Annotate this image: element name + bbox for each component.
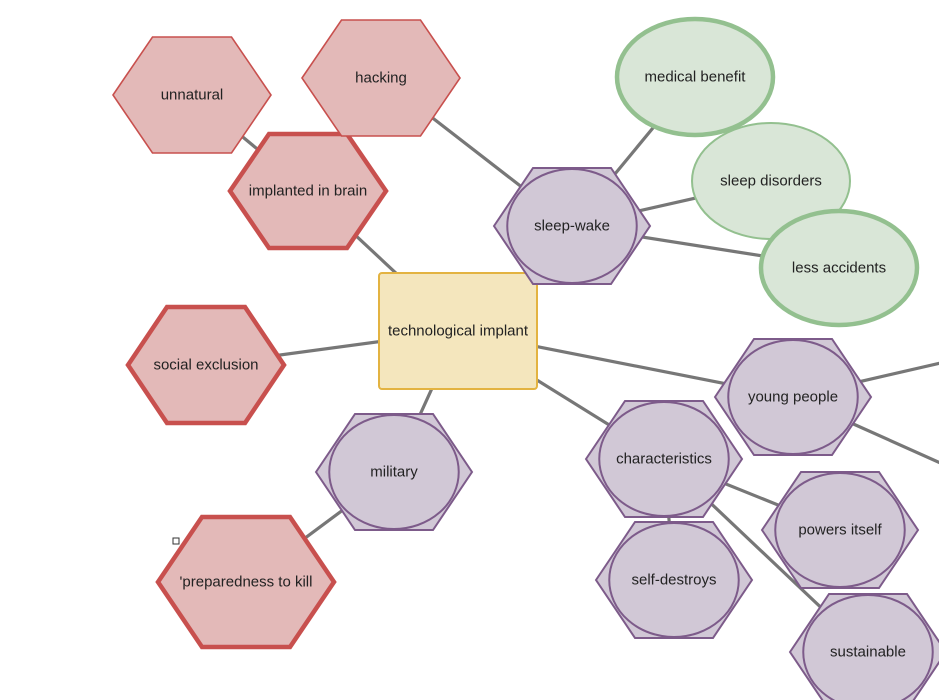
node-shape-hacking <box>301 19 461 137</box>
node-self-destroys[interactable]: self-destroys <box>594 521 754 639</box>
node-label-young-people: young people <box>748 389 838 406</box>
node-shape-unnatural <box>112 36 272 154</box>
node-label-characteristics: characteristics <box>616 451 712 468</box>
node-medical-benefit[interactable]: medical benefit <box>614 16 776 138</box>
node-characteristics[interactable]: characteristics <box>584 400 744 518</box>
node-shape-medical-benefit <box>614 16 776 138</box>
node-powers-itself[interactable]: powers itself <box>760 471 920 589</box>
node-unnatural[interactable]: unnatural <box>112 36 272 154</box>
node-label-unnatural: unnatural <box>161 87 224 104</box>
nodes-layer: technological implant implanted in brain u… <box>112 16 939 700</box>
node-inner-circle-young-people <box>727 339 859 455</box>
node-inner-circle-characteristics <box>598 401 730 517</box>
node-inner-circle-sustainable <box>802 594 934 700</box>
node-social-exclusion[interactable]: social exclusion <box>125 304 287 426</box>
node-inner-circle-powers-itself <box>774 472 906 588</box>
node-label-military: military <box>370 464 418 481</box>
node-label-medical-benefit: medical benefit <box>645 69 747 86</box>
node-inner-circle-military <box>328 414 460 530</box>
node-shape-implanted-in-brain <box>227 131 389 251</box>
node-sleep-wake[interactable]: sleep-wake <box>492 167 652 285</box>
node-label-sleep-wake: sleep-wake <box>534 218 610 235</box>
node-young-people[interactable]: young people <box>713 338 873 456</box>
node-shape-less-accidents <box>758 208 920 328</box>
node-shape-center <box>378 272 538 390</box>
node-preparedness-to-kill[interactable]: 'preparedness to kill <box>155 514 337 650</box>
node-military[interactable]: military <box>314 413 474 531</box>
node-label-preparedness-to-kill: 'preparedness to kill <box>180 574 313 591</box>
node-label-powers-itself: powers itself <box>798 522 882 539</box>
selection-handle[interactable] <box>172 537 180 545</box>
node-hacking[interactable]: hacking <box>301 19 461 137</box>
node-label-social-exclusion: social exclusion <box>153 357 258 374</box>
node-sustainable[interactable]: sustainable <box>788 593 939 700</box>
node-shape-social-exclusion <box>125 304 287 426</box>
node-label-center: technological implant <box>388 323 529 340</box>
node-label-sleep-disorders: sleep disorders <box>720 173 822 190</box>
node-label-self-destroys: self-destroys <box>631 572 716 589</box>
node-shape-preparedness-to-kill <box>155 514 337 650</box>
node-implanted-in-brain[interactable]: implanted in brain <box>227 131 389 251</box>
node-label-implanted-in-brain: implanted in brain <box>249 183 367 200</box>
node-label-hacking: hacking <box>355 70 407 87</box>
node-less-accidents[interactable]: less accidents <box>758 208 920 328</box>
node-label-sustainable: sustainable <box>830 644 906 661</box>
node-sleep-disorders[interactable]: sleep disorders <box>691 122 851 240</box>
node-label-less-accidents: less accidents <box>792 260 886 277</box>
node-inner-circle-self-destroys <box>608 522 740 638</box>
node-center[interactable]: technological implant <box>378 272 538 390</box>
node-inner-circle-sleep-wake <box>506 168 638 284</box>
